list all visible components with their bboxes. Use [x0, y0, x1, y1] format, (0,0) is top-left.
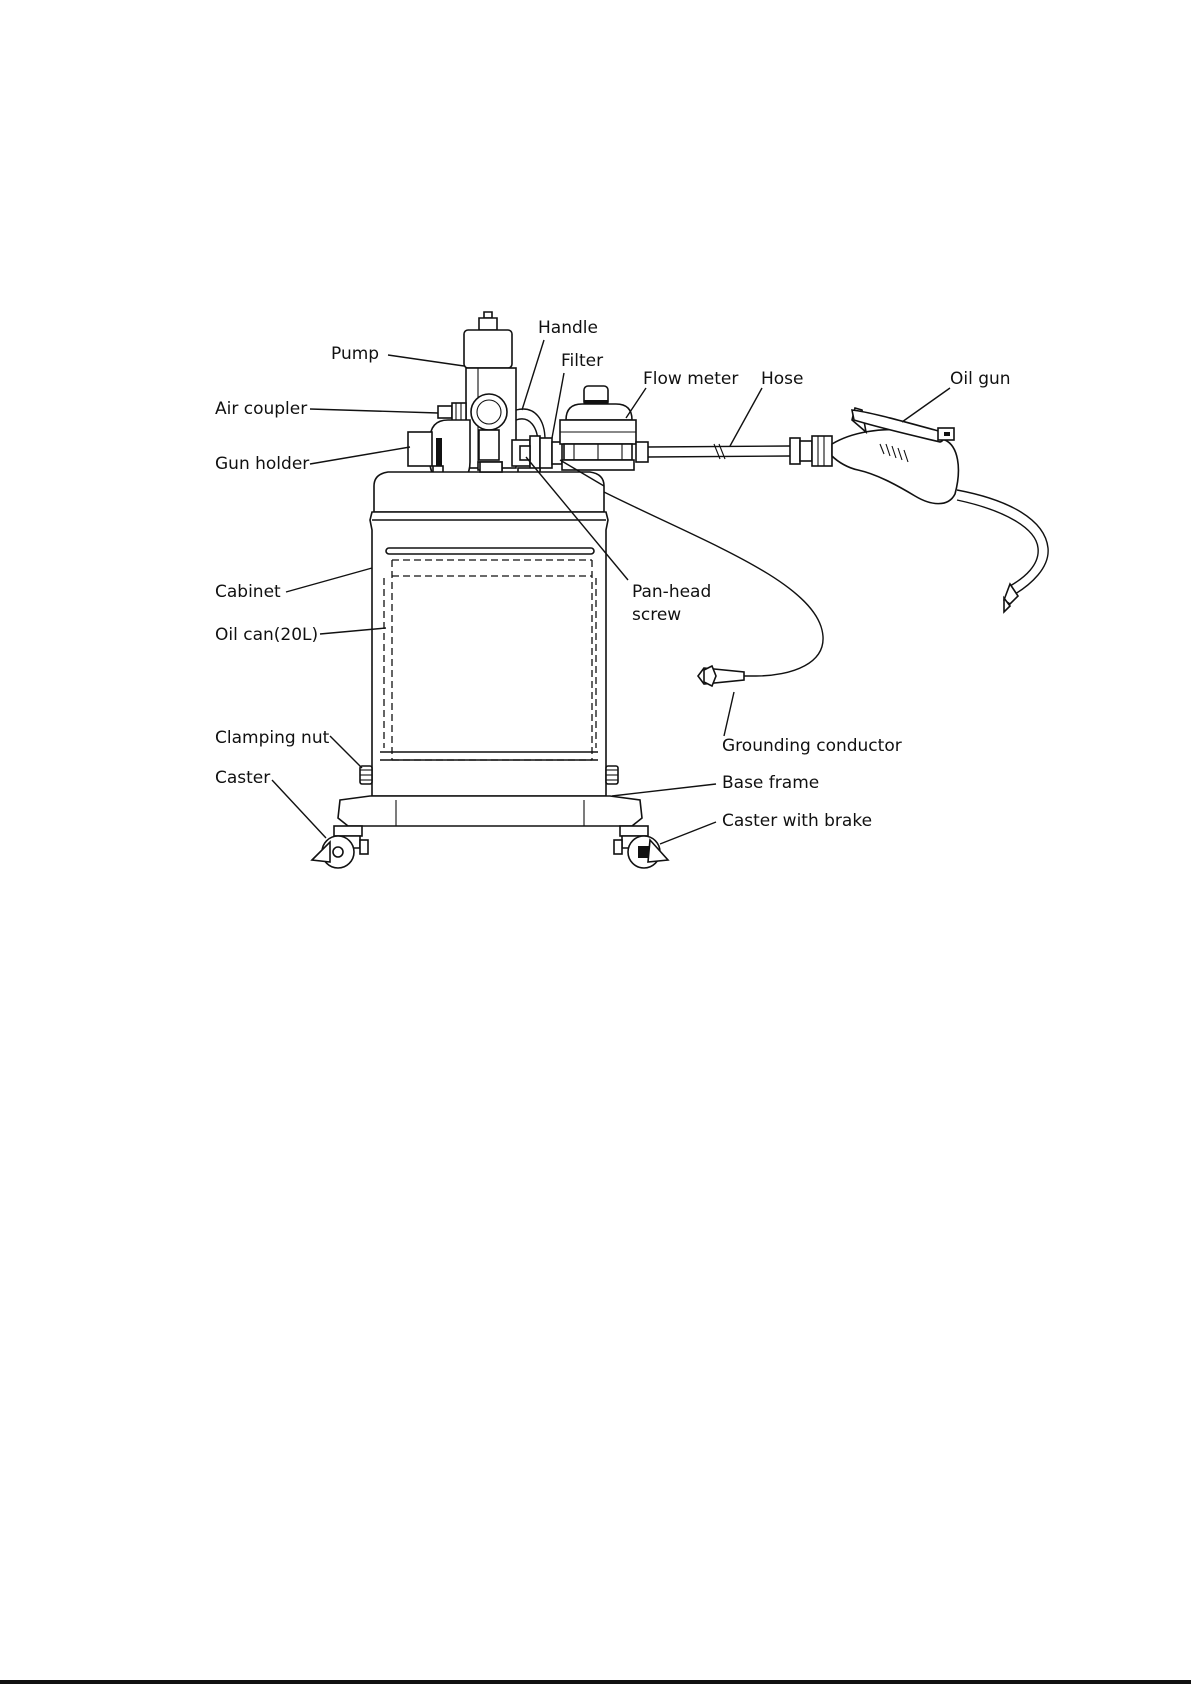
leader-grounding-conductor: [724, 692, 734, 736]
leader-cabinet: [286, 568, 372, 592]
pan-head-screw-part: [520, 446, 530, 460]
label-pump: Pump: [331, 344, 379, 364]
label-gun-holder: Gun holder: [215, 454, 309, 474]
page-bottom-rule: [0, 1680, 1191, 1684]
label-clamping-nut: Clamping nut: [215, 728, 330, 748]
leader-gun-holder: [310, 447, 410, 464]
leader-base-frame: [612, 784, 716, 796]
label-handle: Handle: [538, 318, 598, 338]
oil-gun-part: [832, 408, 1048, 612]
leader-pump: [388, 355, 464, 366]
leader-air-coupler: [310, 409, 438, 413]
leader-caster: [272, 780, 326, 838]
label-hose: Hose: [761, 369, 804, 389]
label-filter: Filter: [561, 351, 603, 371]
label-pan-head-screw-line1: Pan-head: [632, 582, 711, 602]
label-flow-meter: Flow meter: [643, 369, 738, 389]
label-cabinet: Cabinet: [215, 582, 281, 602]
label-caster-with-brake: Caster with brake: [722, 811, 872, 831]
leader-hose: [730, 388, 762, 446]
label-grounding-conductor: Grounding conductor: [722, 736, 902, 756]
label-caster: Caster: [215, 768, 270, 788]
part-labels: Pump Handle Filter Flow meter Hose Oil g…: [215, 318, 1011, 831]
label-oil-can: Oil can(20L): [215, 625, 318, 645]
label-air-coupler: Air coupler: [215, 399, 307, 419]
leader-handle: [522, 340, 544, 410]
label-oil-gun: Oil gun: [950, 369, 1011, 389]
leader-caster-with-brake: [660, 822, 716, 844]
flow-meter-part: [560, 386, 648, 470]
label-pan-head-screw-line2: screw: [632, 605, 681, 625]
label-base-frame: Base frame: [722, 773, 819, 793]
base-frame-part: [338, 796, 642, 826]
leader-oil-gun: [902, 388, 950, 422]
leader-flow-meter: [626, 388, 646, 418]
air-coupler-part: [438, 403, 466, 421]
pump-part: [464, 312, 516, 468]
caster-with-brake-part: [614, 826, 668, 868]
leader-clamping-nut: [330, 736, 362, 768]
hose-part: [648, 436, 832, 466]
